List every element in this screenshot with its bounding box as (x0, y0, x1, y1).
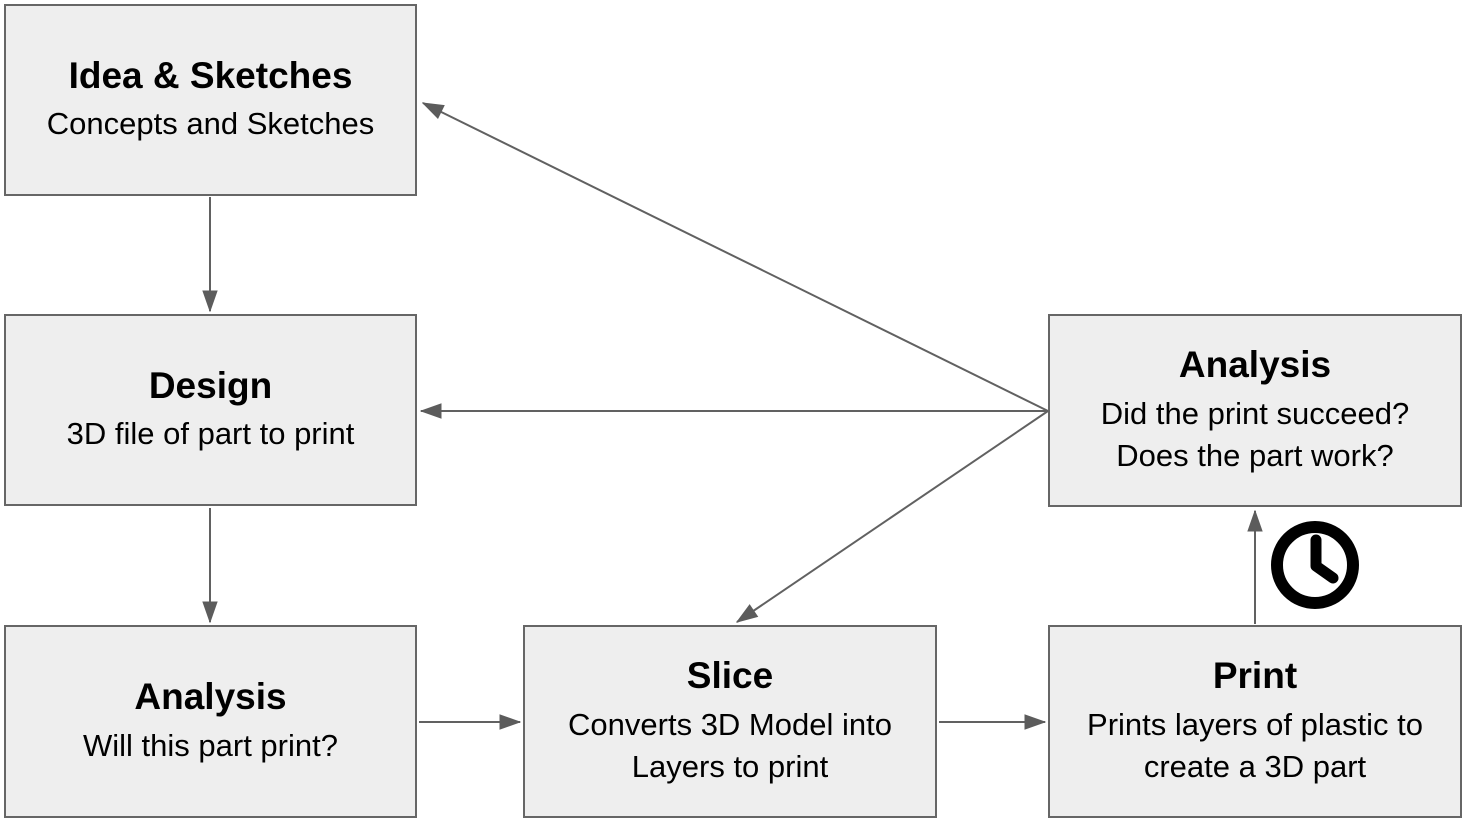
node-subtitle: create a 3D part (1143, 749, 1367, 785)
node-subtitle: Prints layers of plastic to (1087, 706, 1423, 742)
node-subtitle: Does the part work? (1116, 438, 1394, 474)
node-subtitle: Concepts and Sketches (46, 106, 375, 142)
clock-icon (1271, 521, 1359, 609)
node-subtitle: Converts 3D Model into (568, 706, 892, 742)
node-analysis-pre-print: Analysis Will this part print? (4, 625, 417, 818)
node-subtitle: Did the print succeed? (1100, 395, 1410, 431)
node-subtitle: Will this part print? (83, 727, 338, 763)
node-title: Idea & Sketches (68, 54, 353, 96)
node-slice: Slice Converts 3D Model into Layers to p… (523, 625, 937, 818)
node-print: Print Prints layers of plastic to create… (1048, 625, 1462, 818)
node-title: Slice (686, 654, 774, 696)
edge-analysis-to-idea (423, 102, 1049, 412)
node-title: Analysis (1178, 343, 1332, 385)
node-subtitle: Layers to print (631, 749, 829, 785)
edge-analysis-to-slice-return (737, 410, 1049, 622)
node-analysis-post-print: Analysis Did the print succeed? Does the… (1048, 314, 1462, 507)
node-idea-sketches: Idea & Sketches Concepts and Sketches (4, 4, 417, 196)
node-title: Analysis (134, 676, 287, 718)
node-subtitle: 3D file of part to print (66, 416, 355, 452)
node-title: Print (1212, 654, 1298, 696)
node-title: Design (148, 364, 273, 406)
node-design: Design 3D file of part to print (4, 314, 417, 506)
